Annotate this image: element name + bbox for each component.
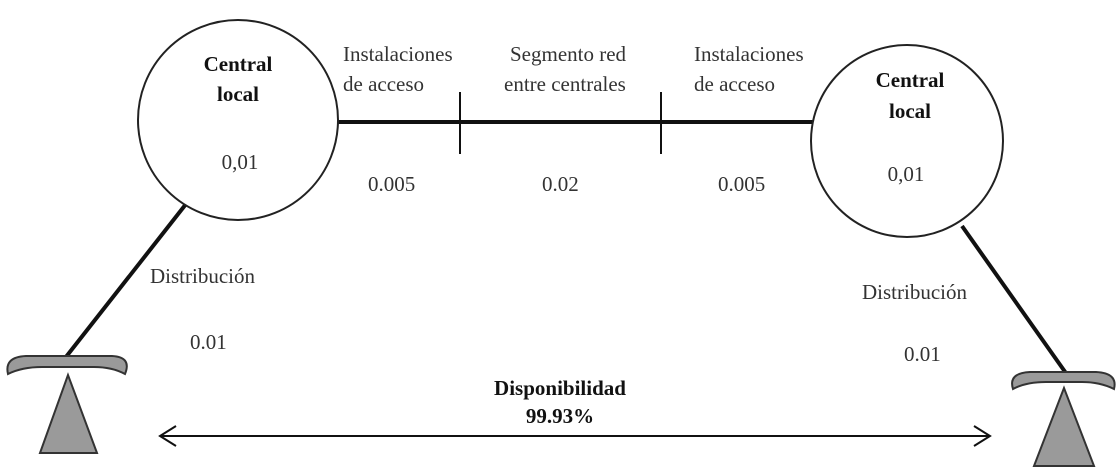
segment-3-line1: Instalaciones — [694, 42, 804, 66]
segment-2-line2: entre centrales — [504, 72, 626, 96]
left-distribution-value: 0.01 — [190, 330, 227, 354]
availability-label: Disponibilidad — [494, 376, 626, 400]
segment-3-line2: de acceso — [694, 72, 776, 96]
segment-2-value: 0.02 — [542, 172, 579, 196]
left-distribution-label: Distribución — [150, 264, 255, 288]
availability-value: 99.93% — [525, 404, 595, 428]
availability-arrow — [158, 425, 992, 447]
left-central-title: Central — [203, 52, 273, 76]
segment-3-value: 0.005 — [718, 172, 766, 196]
segment-2-line1: Segmento red — [510, 42, 627, 66]
left-distribution-line — [60, 202, 188, 364]
segment-1-value: 0.005 — [368, 172, 416, 196]
left-central-subtitle: local — [217, 82, 259, 106]
left-central-circle — [137, 19, 339, 221]
segment-1-line2: de acceso — [343, 72, 425, 96]
right-central-circle — [810, 44, 1004, 238]
right-central-value: 0,01 — [887, 162, 925, 186]
right-telephone-icon — [1011, 371, 1116, 467]
right-distribution-label: Distribución — [862, 280, 967, 304]
left-central-value: 0,01 — [221, 150, 259, 174]
right-central-title: Central — [875, 68, 945, 92]
left-telephone-icon — [6, 355, 128, 454]
right-central-subtitle: local — [889, 99, 931, 123]
right-distribution-value: 0.01 — [904, 342, 941, 366]
segment-1-line1: Instalaciones — [343, 42, 453, 66]
right-distribution-line — [960, 224, 1070, 378]
